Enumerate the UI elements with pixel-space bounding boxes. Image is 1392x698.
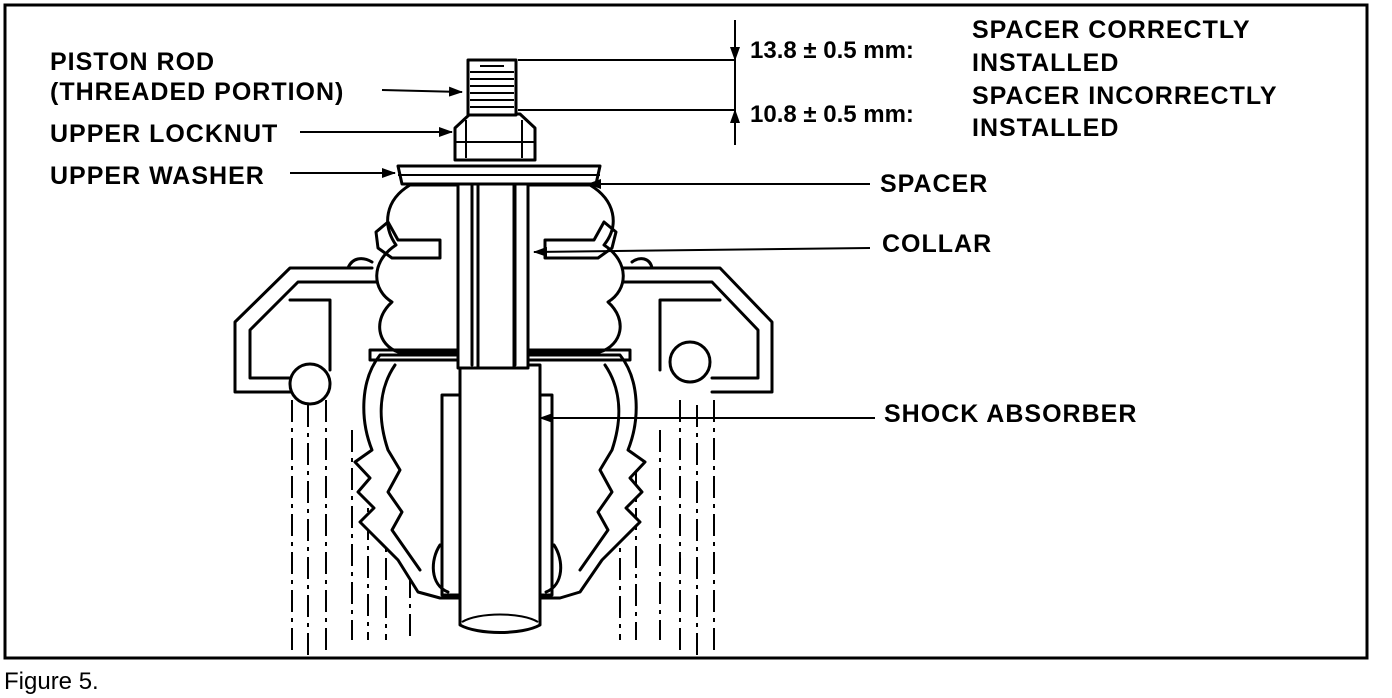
label-piston-rod: PISTON ROD — [50, 48, 215, 76]
label-upper-washer: UPPER WASHER — [50, 162, 265, 190]
left-mount-bracket — [233, 257, 380, 394]
spec-correct-line1: SPACER CORRECTLY — [972, 16, 1251, 44]
right-mount-bracket — [610, 257, 774, 394]
label-collar: COLLAR — [882, 230, 992, 258]
figure-caption: Figure 5. — [4, 668, 99, 695]
left-seat-ball — [288, 362, 332, 406]
spec-incorrect-value: 10.8 ± 0.5 mm: — [750, 101, 914, 128]
spec-correct-value: 13.8 ± 0.5 mm: — [750, 37, 914, 64]
spec-incorrect-line1: SPACER INCORRECTLY — [972, 82, 1278, 110]
label-shock-absorber: SHOCK ABSORBER — [884, 400, 1137, 428]
spec-incorrect-line2: INSTALLED — [972, 114, 1119, 142]
label-upper-locknut: UPPER LOCKNUT — [50, 120, 278, 148]
shock-absorber-body — [431, 363, 563, 634]
dimension-lines — [518, 20, 740, 145]
leader-arrows — [290, 86, 875, 423]
right-seat-ball — [668, 340, 712, 384]
label-threaded-portion: (THREADED PORTION) — [50, 78, 344, 106]
spacer-washer — [396, 164, 602, 186]
diagram-border — [3, 3, 1369, 660]
threaded-rod — [466, 58, 518, 117]
collar-and-rod — [456, 176, 530, 370]
spec-correct-line2: INSTALLED — [972, 49, 1119, 77]
strut-assembly-drawing — [233, 58, 774, 655]
upper-locknut — [453, 112, 537, 162]
label-spacer: SPACER — [880, 170, 988, 198]
